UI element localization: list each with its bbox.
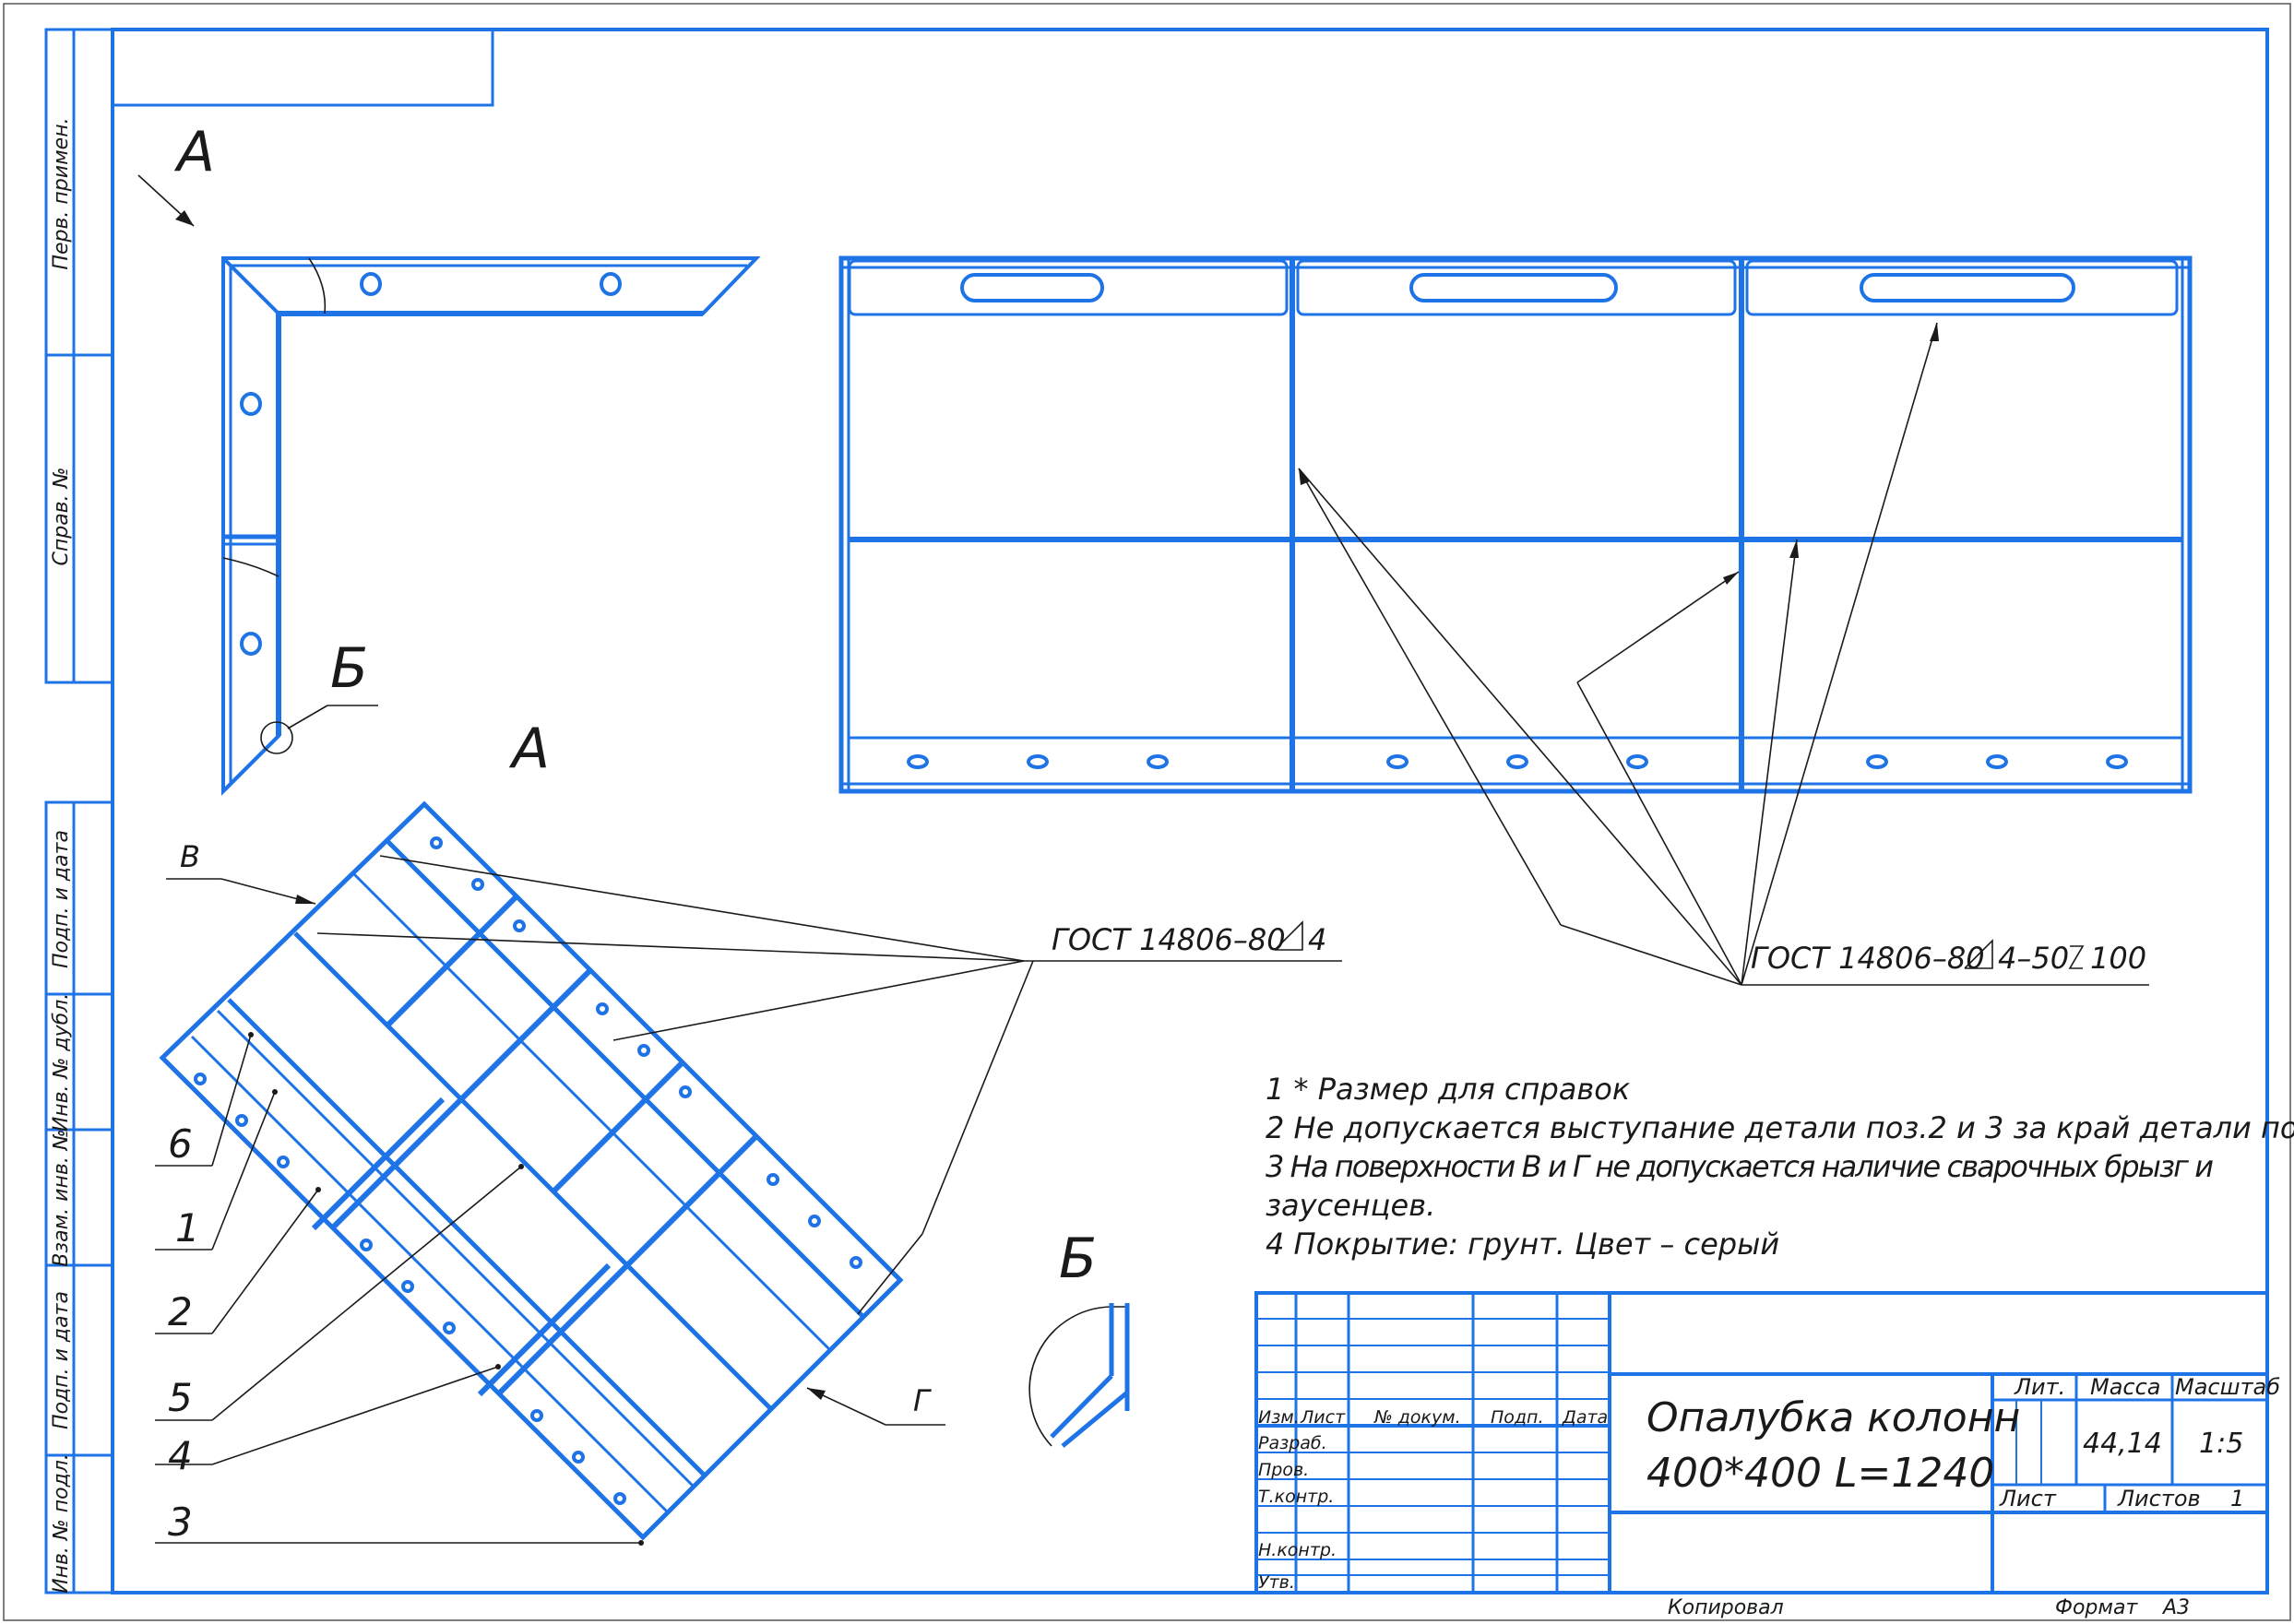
- part-number-6: 6: [168, 1121, 193, 1167]
- part-number-5: 5: [168, 1375, 193, 1420]
- angle-profile-view: [221, 256, 761, 796]
- sheet-label: Лист: [1999, 1486, 2057, 1511]
- surface-v-label: В: [180, 839, 200, 874]
- part-number-1: 1: [175, 1205, 200, 1251]
- format-label: Формат: [2055, 1596, 2138, 1619]
- weld-staggered-icon: [2068, 945, 2085, 969]
- section-b-detail: [1028, 1303, 1130, 1448]
- row-nkontr: Н.контр.: [1258, 1540, 1337, 1560]
- mass-value: 44,14: [2083, 1428, 2162, 1460]
- stamp-sprav-no: Справ. №: [50, 467, 73, 565]
- weld-size-right: 4–50: [1998, 941, 2069, 976]
- part-number-2: 2: [168, 1289, 193, 1334]
- note-3-cont: заусенцев.: [1266, 1188, 1435, 1223]
- row-prov: Пров.: [1258, 1460, 1309, 1480]
- weld-triangle-left-icon: [1274, 920, 1303, 951]
- view-b-label: Б: [330, 636, 368, 701]
- weld-note-left: ГОСТ 14806–80: [1052, 922, 1286, 957]
- copied-label: Копировал: [1668, 1596, 1784, 1619]
- lit-label: Лит.: [2014, 1374, 2065, 1400]
- stamp-podp-data-1: Подп. и дата: [50, 830, 73, 968]
- scale-label: Масштаб: [2175, 1374, 2280, 1400]
- weld-note-right: ГОСТ 14806–80: [1751, 941, 1985, 976]
- weld-leaders-left: [316, 855, 1342, 1315]
- stamp-podp-data-2: Подп. и дата: [50, 1291, 73, 1429]
- col-izm: Изм.: [1258, 1407, 1300, 1428]
- weld-step-right: 100: [2090, 941, 2146, 976]
- drawing-frame: [111, 28, 2269, 1594]
- product-name-line1: Опалубка колонн: [1646, 1394, 2020, 1441]
- product-name-line2: 400*400 L=1240: [1646, 1450, 1994, 1497]
- surface-g-label: Г: [913, 1383, 932, 1418]
- weld-size-left: 4: [1308, 922, 1326, 957]
- col-sign: Подп.: [1491, 1407, 1544, 1428]
- side-stamp: Перв. примен. Справ. № Подп. и дата Инв.…: [44, 28, 114, 1594]
- view-b-leader: [287, 705, 328, 729]
- weld-leaders-right: [1298, 322, 2149, 986]
- note-4: 4 Покрытие: грунт. Цвет – серый: [1266, 1227, 1779, 1262]
- format-value: A3: [2161, 1596, 2190, 1619]
- section-b-label: Б: [1059, 1227, 1097, 1291]
- stamp-inv-podl: Инв. № подл.: [50, 1453, 73, 1594]
- stamp-perv-primen: Перв. примен.: [50, 117, 73, 269]
- technical-notes: 1 * Размер для справок 2 Не допускается …: [1266, 1072, 2294, 1262]
- part-leaders: [155, 1032, 644, 1546]
- weld-triangle-right-icon: [1964, 939, 1993, 969]
- sheets-value: 1: [2230, 1486, 2244, 1511]
- designation-box: [111, 28, 494, 107]
- stamp-inv-dubl: Инв. № дубл.: [50, 993, 73, 1132]
- part-number-4: 4: [168, 1433, 193, 1478]
- view-a-arrowhead: [175, 210, 194, 226]
- note-1: 1 * Размер для справок: [1266, 1072, 1631, 1107]
- stamp-vzam-inv: Взам. инв. №: [50, 1129, 73, 1266]
- sheet-edge: [3, 3, 2291, 1621]
- section-a-label: А: [508, 717, 550, 781]
- mass-label: Масса: [2090, 1374, 2161, 1400]
- scale-value: 1:5: [2199, 1428, 2243, 1460]
- col-list: Лист: [1300, 1407, 1346, 1428]
- panel-front-view: [838, 255, 2193, 794]
- col-doc: № докум.: [1373, 1407, 1461, 1428]
- row-tkontr: Т.контр.: [1258, 1487, 1334, 1507]
- sheets-label: Листов: [2117, 1486, 2201, 1511]
- section-a-view: [159, 800, 904, 1541]
- col-date: Дата: [1562, 1407, 1608, 1428]
- note-2: 2 Не допускается выступание детали поз.2…: [1266, 1110, 2294, 1145]
- view-a-label: А: [173, 120, 215, 184]
- row-razrab: Разраб.: [1258, 1433, 1327, 1453]
- part-number-3: 3: [168, 1500, 193, 1545]
- note-3: 3 На поверхности В и Г не допускается на…: [1266, 1149, 2214, 1184]
- row-utv: Утв.: [1258, 1572, 1295, 1593]
- title-block: Изм. Лист № докум. Подп. Дата Разраб. Пр…: [1254, 1291, 2280, 1594]
